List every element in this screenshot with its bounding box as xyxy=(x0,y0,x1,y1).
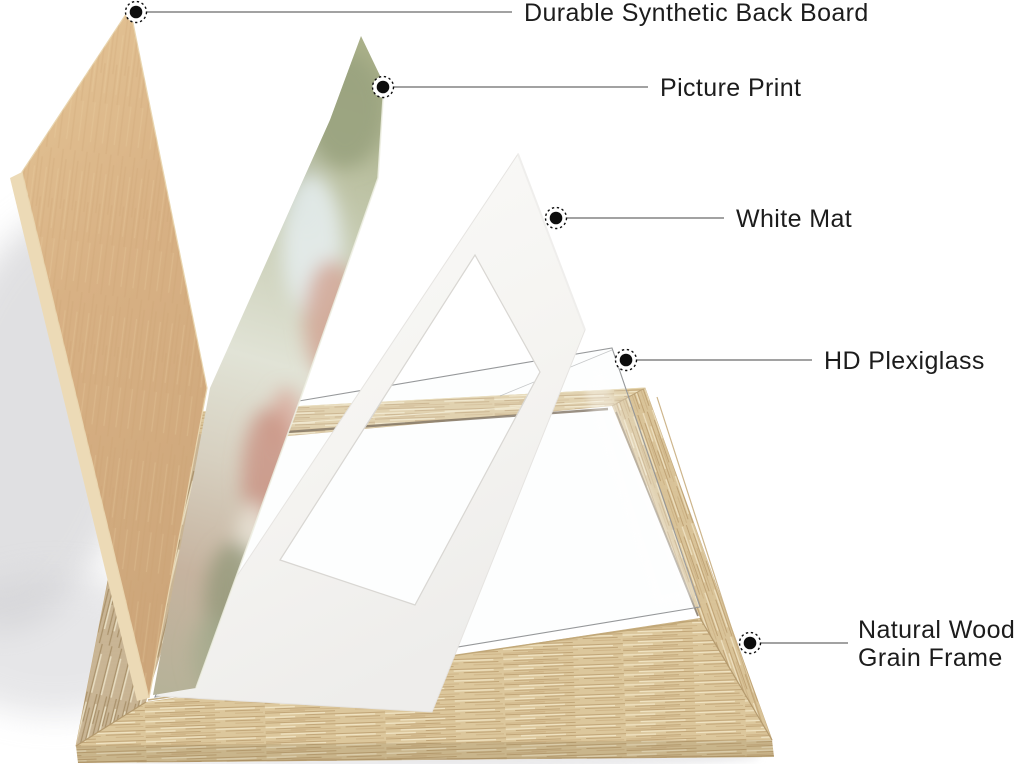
mat-top-edge-highlight xyxy=(517,153,586,331)
frame-bottom-edge xyxy=(77,755,775,763)
callout-label: Natural Wood xyxy=(858,616,1015,644)
plexiglass-sheen xyxy=(585,365,695,607)
back-board-shape xyxy=(10,6,208,701)
frame-mitre-front-right xyxy=(699,617,773,741)
callout-hd-plexiglass: HD Plexiglass xyxy=(614,347,985,375)
backboard-grain xyxy=(22,8,207,698)
callout-dot xyxy=(619,353,633,367)
callout-dot xyxy=(549,211,563,225)
frame-right-bevel xyxy=(656,396,763,724)
mat-window-edge xyxy=(279,253,541,606)
callout-label: White Mat xyxy=(736,205,852,233)
print-edge-highlight xyxy=(195,83,385,689)
callout-picture-print: Picture Print xyxy=(371,74,801,102)
callout-label: HD Plexiglass xyxy=(824,347,985,375)
callout-label: Durable Synthetic Back Board xyxy=(524,0,869,27)
callout-label: Picture Print xyxy=(660,74,801,102)
callout-dot xyxy=(743,636,757,650)
backboard-side-edge xyxy=(10,172,149,701)
callout-white-mat: White Mat xyxy=(544,205,852,233)
callout-back-board: Durable Synthetic Back Board xyxy=(124,0,869,27)
white-mat-shape xyxy=(156,152,586,713)
frame-right-rail xyxy=(612,388,772,740)
callout-label: Grain Frame xyxy=(858,644,1003,672)
callout-dot xyxy=(376,80,390,94)
frame-mitre-front-left xyxy=(75,701,147,747)
callout-dot xyxy=(129,5,143,19)
